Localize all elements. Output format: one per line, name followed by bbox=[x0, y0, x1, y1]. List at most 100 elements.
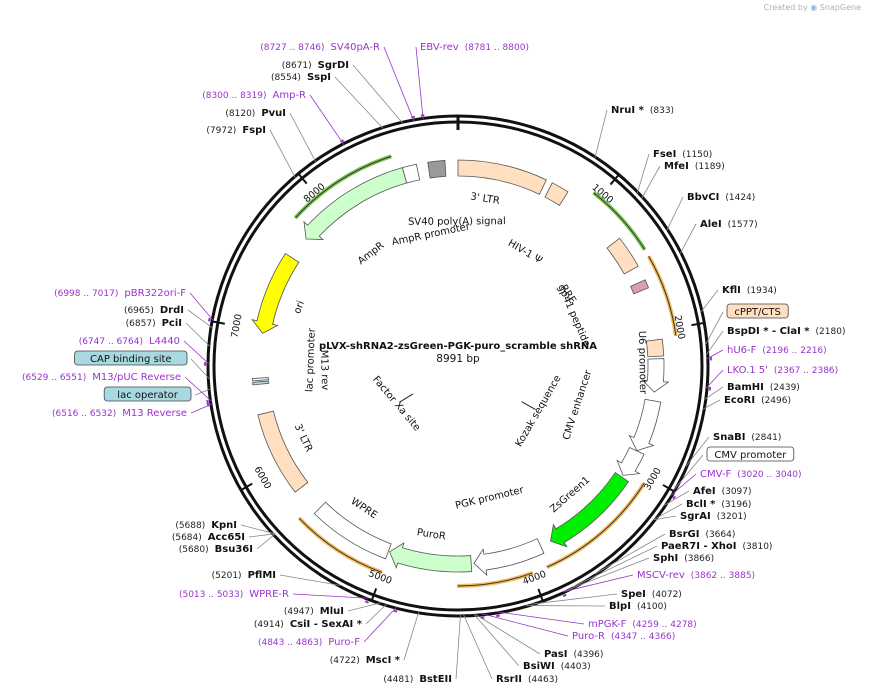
feature-shape[interactable] bbox=[401, 163, 421, 184]
snapgene-logo-icon: ◉ bbox=[810, 3, 818, 12]
callout-pbr322ori-f[interactable]: pBR322ori-F(6998 .. 7017) bbox=[54, 288, 214, 322]
feature-shape[interactable] bbox=[313, 501, 392, 560]
callout-bamhi[interactable]: BamHI(2439) bbox=[704, 382, 800, 400]
feature-m13-rev[interactable]: M13 rev bbox=[251, 350, 330, 391]
feature-shape[interactable] bbox=[251, 252, 300, 334]
feature-shape[interactable] bbox=[457, 159, 547, 195]
feature-gp41-peptide[interactable]: gp41 peptide bbox=[555, 279, 650, 349]
callout-cmv-promoter[interactable]: CMV promoter bbox=[673, 446, 795, 490]
callout-name: MscI * bbox=[366, 655, 401, 666]
callout-csii-sexai[interactable]: CsiI - SexAI *(4914) bbox=[254, 604, 387, 630]
feature-label: PuroR bbox=[416, 527, 447, 542]
callout-box bbox=[103, 386, 192, 402]
feature-shape[interactable] bbox=[251, 377, 269, 382]
callout-cmv-f[interactable]: CMV-F(3020 .. 3040) bbox=[670, 469, 802, 500]
feature-shape[interactable] bbox=[544, 182, 569, 206]
callout-lko-1-5[interactable]: LKO.1 5'(2367 .. 2386) bbox=[705, 365, 838, 391]
callout-bsiwi[interactable]: BsiWI(4403) bbox=[473, 614, 591, 672]
callout-coord: (8781 .. 8800) bbox=[465, 43, 529, 53]
feature-sv40-poly-a-signal[interactable]: SV40 poly(A) signal bbox=[408, 159, 506, 228]
callout-bsteii[interactable]: BstEII(4481) bbox=[383, 614, 461, 685]
orf-arc-line bbox=[457, 572, 533, 587]
callout-sv40pa-r[interactable]: SV40pA-R(8727 .. 8746) bbox=[260, 42, 416, 122]
feature-cmv-promoter[interactable] bbox=[616, 446, 645, 476]
callout-name: SspI bbox=[307, 72, 331, 83]
feature-shape[interactable] bbox=[389, 542, 473, 573]
callout-drdi[interactable]: DrdI(6965) bbox=[124, 305, 213, 328]
callout-msci[interactable]: MscI *(4722) bbox=[330, 611, 420, 666]
callout-m13-puc-reverse[interactable]: M13/pUC Reverse(6529 .. 6551) bbox=[22, 372, 212, 404]
callout-sspi[interactable]: SspI(8554) bbox=[271, 72, 384, 129]
callout-pcii[interactable]: PciI(6857) bbox=[126, 318, 211, 347]
callout-cppt-cts[interactable]: cPPT/CTS bbox=[705, 303, 789, 344]
feature-cppt-cts[interactable] bbox=[645, 338, 665, 358]
feature-shape[interactable] bbox=[252, 380, 270, 386]
callout-bsrgi[interactable]: BsrGI(3664) bbox=[594, 529, 736, 575]
callout-afei[interactable]: AfeI(3097) bbox=[664, 486, 752, 506]
callout-ecori[interactable]: EcoRI(2496) bbox=[703, 395, 791, 410]
feature-u6-promoter[interactable]: U6 promoter bbox=[636, 331, 670, 395]
callout-lac-operator[interactable]: lac operator bbox=[103, 386, 211, 402]
callout-paer7i-xhoi[interactable]: PaeR7I - XhoI(3810) bbox=[572, 541, 773, 588]
callout-coord: (8120) bbox=[225, 109, 255, 119]
callout-fspi[interactable]: FspI(7972) bbox=[206, 125, 296, 178]
feature-shape[interactable] bbox=[630, 279, 650, 295]
feature-3-ltr[interactable]: 3' LTR bbox=[457, 159, 547, 207]
callout-pvui[interactable]: PvuI(8120) bbox=[225, 108, 316, 162]
callout-blpi[interactable]: BlpI(4100) bbox=[525, 601, 667, 612]
feature-shape[interactable] bbox=[606, 237, 639, 275]
callout-alei[interactable]: AleI(1577) bbox=[679, 219, 758, 254]
feature-wpre[interactable]: WPRE bbox=[313, 496, 392, 560]
callout-acc65i[interactable]: Acc65I(5684) bbox=[172, 532, 275, 543]
callout-bbvci[interactable]: BbvCI(1424) bbox=[666, 192, 755, 231]
feature-shape[interactable] bbox=[641, 358, 670, 393]
callout-coord: (4259 .. 4278) bbox=[632, 620, 696, 630]
callout-hu6-f[interactable]: hU6-F(2196 .. 2216) bbox=[706, 345, 827, 361]
callout-sgrdi[interactable]: SgrDI(8671) bbox=[282, 60, 404, 124]
callout-mscv-rev[interactable]: MSCV-rev(3862 .. 3885) bbox=[562, 570, 755, 598]
callout-wpre-r[interactable]: WPRE-R(5013 .. 5033) bbox=[179, 589, 369, 604]
callout-ebv-rev[interactable]: EBV-rev(8781 .. 8800) bbox=[415, 42, 529, 120]
callout-leader bbox=[363, 606, 397, 643]
callout-nrui[interactable]: NruI *(833) bbox=[594, 105, 674, 159]
feature-shape[interactable] bbox=[303, 167, 408, 241]
feature-shape[interactable] bbox=[257, 410, 309, 493]
callout-leader bbox=[269, 129, 296, 178]
callout-bsu36i[interactable]: Bsu36I(5680) bbox=[179, 534, 275, 555]
callout-spei[interactable]: SpeI(4072) bbox=[530, 589, 682, 605]
callout-l4440[interactable]: L4440(6747 .. 6764) bbox=[79, 336, 210, 366]
feature-shape[interactable] bbox=[616, 446, 645, 476]
callout-puro-f[interactable]: Puro-F(4843 .. 4863) bbox=[258, 606, 398, 648]
feature-zsgreen1[interactable]: ZsGreen1 bbox=[548, 472, 630, 548]
feature-lac-operator[interactable]: lac promoter bbox=[252, 327, 318, 392]
callout-pasi[interactable]: PasI(4396) bbox=[475, 614, 603, 660]
feature-shape[interactable] bbox=[473, 538, 545, 577]
callout-pflmi[interactable]: PflMI(5201) bbox=[212, 570, 341, 586]
callout-kpni[interactable]: KpnI(5688) bbox=[175, 520, 274, 534]
callout-mpgk-f[interactable]: mPGK-F(4259 .. 4278) bbox=[496, 611, 697, 630]
feature-ori[interactable]: ori bbox=[251, 252, 307, 334]
callout-amp-r[interactable]: Amp-R(8300 .. 8319) bbox=[202, 90, 345, 145]
callout-kfli[interactable]: KflI(1934) bbox=[700, 285, 777, 313]
orf-arc-line bbox=[546, 482, 645, 568]
callout-bspdi-clai[interactable]: BspDI * - ClaI *(2180) bbox=[706, 326, 846, 355]
callout-fsei[interactable]: FseI(1150) bbox=[636, 149, 712, 194]
feature-puror[interactable]: PuroR bbox=[389, 527, 473, 573]
callout-rsrii[interactable]: RsrII(4463) bbox=[463, 614, 558, 685]
feature-label: CMV enhancer bbox=[561, 368, 594, 441]
callout-bcli[interactable]: BclI *(3196) bbox=[654, 499, 751, 520]
feature-shape[interactable] bbox=[427, 159, 447, 179]
callout-cap-binding-site[interactable]: CAP binding site bbox=[74, 350, 210, 380]
callout-m13-reverse[interactable]: M13 Reverse(6516 .. 6532) bbox=[52, 402, 213, 419]
callout-snabi[interactable]: SnaBI(2841) bbox=[685, 432, 781, 467]
feature-hiv-1-psi[interactable]: HIV-1 Ψ bbox=[506, 182, 569, 267]
callout-sphi[interactable]: SphI(3866) bbox=[563, 553, 714, 592]
callout-name: EcoRI bbox=[724, 395, 755, 406]
feature-label: PGK promoter bbox=[454, 485, 525, 512]
feature-shape[interactable] bbox=[550, 472, 630, 548]
callout-mlui[interactable]: MluI(4947) bbox=[284, 602, 381, 617]
feature-shape[interactable] bbox=[645, 338, 665, 358]
feature-shape[interactable] bbox=[628, 398, 662, 452]
callout-mfei[interactable]: MfeI(1189) bbox=[641, 161, 725, 199]
callout-sgrai[interactable]: SgrAI(3201) bbox=[653, 511, 747, 522]
